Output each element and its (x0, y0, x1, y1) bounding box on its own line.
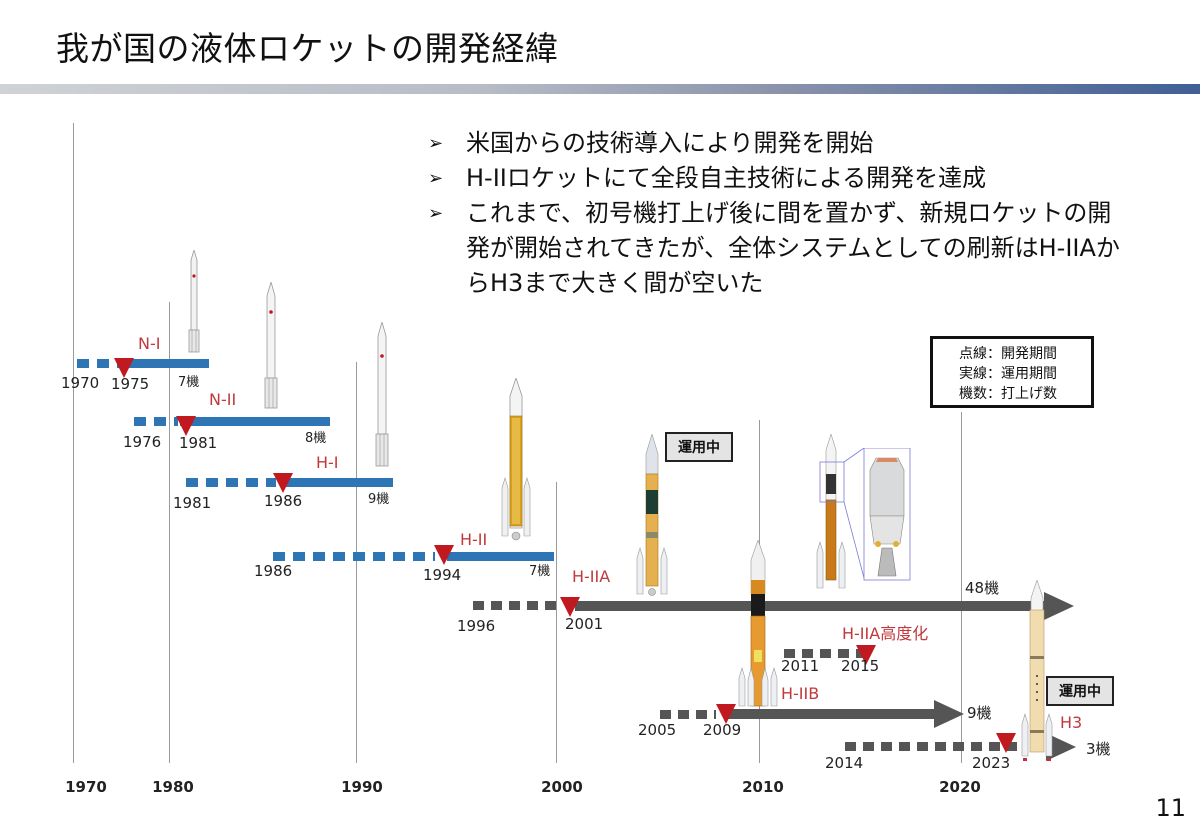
launch-count-h1: 9機 (368, 492, 390, 507)
rocket-h3-icon (1021, 580, 1053, 761)
dev-period-h2a (473, 601, 563, 610)
launch-count-h3: 3機 (1086, 740, 1111, 758)
dev-start-year-n1: 1970 (61, 374, 100, 392)
gridline-1980 (169, 302, 170, 763)
axis-tick-2020: 2020 (939, 778, 981, 796)
bullet-text: 米国からの技術導入により開発を開始 (466, 129, 874, 157)
first-launch-year-h3: 2023 (972, 754, 1011, 772)
status-badge-h3: 運用中 (1046, 676, 1114, 706)
first-launch-year-n1: 1975 (111, 375, 150, 393)
dev-start-year-n2: 1976 (123, 433, 162, 451)
page-number: 11 (1155, 794, 1186, 822)
launch-count-n1: 7機 (178, 375, 200, 390)
gridline-2000 (556, 482, 557, 763)
first-launch-year-n2: 1981 (179, 434, 218, 452)
ops-period-h2b (724, 709, 936, 719)
ops-arrow-h2b (934, 700, 964, 728)
first-launch-marker-h2b (716, 704, 736, 724)
launch-count-h2a: 48機 (965, 579, 1000, 597)
first-launch-marker-n1 (114, 358, 134, 378)
rocket-h2b-icon (738, 540, 778, 707)
first-launch-marker-h1 (273, 473, 293, 493)
rocket-name-n2: N-II (209, 390, 237, 409)
dev-start-year-h2: 1986 (254, 562, 293, 580)
dev-period-n1 (77, 359, 119, 368)
bullet-item: ➢ H-IIロケットにて全段自主技術による開発を達成 (428, 161, 1148, 196)
first-launch-year-h2a: 2001 (565, 615, 604, 633)
rocket-n2-icon (264, 282, 278, 409)
chart-legend: 点線：開発期間 実線：運用期間 機数：打上げ数 (930, 336, 1094, 408)
rocket-name-h2a-upgrade: H-IIA高度化 (842, 624, 929, 643)
ops-period-n1 (125, 359, 209, 368)
ops-period-n2 (180, 417, 330, 426)
first-launch-year-h2: 1994 (423, 566, 462, 584)
ops-period-h2 (447, 552, 554, 561)
axis-tick-1990: 1990 (341, 778, 383, 796)
arrow-bullet-icon: ➢ (428, 168, 444, 189)
first-launch-marker-h2 (434, 545, 454, 565)
bullet-text: H-IIロケットにて全段自主技術による開発を達成 (466, 164, 987, 192)
legend-launch-count: 機数：打上げ数 (959, 386, 1057, 402)
bullet-item: ➢ これまで、初号機打上げ後に間を置かず、新規ロケットの開発が開始されてきたが、… (428, 196, 1126, 301)
rocket-h2a-icon (636, 434, 668, 596)
bullet-text: これまで、初号機打上げ後に間を置かず、新規ロケットの開発が開始されてきたが、全体… (466, 199, 1120, 297)
ops-period-h2a (575, 601, 1045, 611)
title-divider-bar (0, 84, 1200, 94)
first-launch-year-h2b: 2009 (703, 721, 742, 739)
rocket-name-h2b: H-IIB (781, 684, 820, 703)
axis-tick-2010: 2010 (742, 778, 784, 796)
dev-start-year-h1: 1981 (173, 494, 212, 512)
rocket-h2-icon (501, 378, 531, 541)
launch-count-h2: 7機 (529, 564, 551, 579)
arrow-bullet-icon: ➢ (428, 203, 444, 224)
ops-period-h1 (284, 478, 393, 487)
page-title: 我が国の液体ロケットの開発経緯 (56, 29, 559, 68)
rocket-name-h3: H3 (1060, 713, 1083, 732)
dev-period-h2 (273, 552, 435, 561)
axis-tick-1980: 1980 (152, 778, 194, 796)
first-launch-marker-h3 (996, 733, 1016, 753)
dev-period-h1 (186, 478, 276, 487)
gridline-1990 (356, 362, 357, 763)
bullet-list: ➢ 米国からの技術導入により開発を開始 ➢ H-IIロケットにて全段自主技術によ… (428, 126, 1148, 301)
rocket-name-n1: N-I (138, 334, 161, 353)
dev-period-h3 (845, 742, 1017, 751)
dev-start-year-h2a-upgrade: 2011 (781, 657, 820, 675)
gridline-1970 (73, 123, 74, 763)
rocket-n1-icon (188, 250, 200, 353)
rocket-h2a-upgrade-icon (816, 434, 846, 589)
dev-start-year-h2b: 2005 (638, 721, 677, 739)
first-launch-marker-h2a (560, 597, 580, 617)
first-launch-marker-h2a-upgrade (856, 645, 876, 665)
launch-count-h2b: 9機 (967, 704, 992, 722)
rocket-name-h2a: H-IIA (572, 567, 611, 586)
arrow-bullet-icon: ➢ (428, 133, 444, 154)
gridline-2020 (961, 412, 962, 763)
legend-dashed-line: 点線：開発期間 (959, 346, 1057, 362)
ops-arrow-h2a (1044, 592, 1074, 620)
rocket-name-h1: H-I (316, 453, 339, 472)
dev-period-h2a-upgrade (784, 649, 868, 658)
axis-tick-2000: 2000 (541, 778, 583, 796)
upper-stage-detail-icon (843, 448, 911, 581)
dev-period-h2b (660, 710, 716, 719)
dev-start-year-h2a: 1996 (457, 617, 496, 635)
rocket-h1-icon (375, 322, 389, 467)
dev-period-n2 (134, 417, 178, 426)
dev-start-year-h3: 2014 (825, 754, 864, 772)
axis-tick-1970: 1970 (65, 778, 107, 796)
bullet-item: ➢ 米国からの技術導入により開発を開始 (428, 126, 1148, 161)
status-badge-h2a: 運用中 (665, 432, 733, 462)
rocket-name-h2: H-II (460, 530, 488, 549)
first-launch-year-h2a-upgrade: 2015 (841, 657, 880, 675)
launch-count-n2: 8機 (305, 431, 327, 446)
first-launch-year-h1: 1986 (264, 492, 303, 510)
first-launch-marker-n2 (176, 416, 196, 436)
legend-solid-line: 実線：運用期間 (959, 366, 1057, 382)
